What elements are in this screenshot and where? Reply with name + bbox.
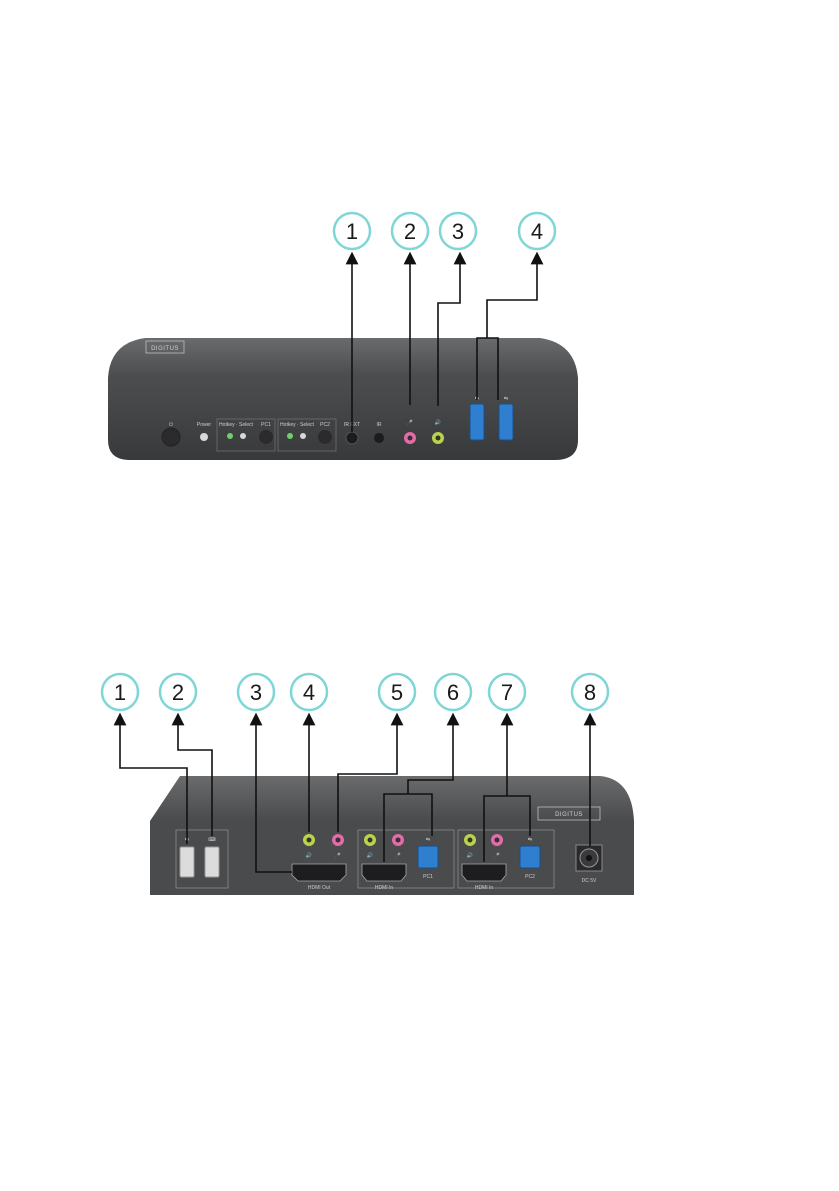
ir-label: IR	[377, 422, 382, 428]
rear-device-face	[150, 821, 634, 895]
pc2-hdmi-in-port[interactable]	[462, 864, 506, 881]
pc2-usb-icon: ⇆	[528, 837, 532, 843]
front-speaker-icon: 🔊	[435, 419, 441, 426]
rear-callout-4: 4	[291, 674, 327, 710]
front-mic-icon: 🎤	[407, 419, 414, 426]
console-speaker-icon: 🔊	[306, 852, 312, 859]
rear-callout-8-label: 8	[584, 680, 596, 705]
front-callout-3: 3	[440, 213, 476, 249]
rear-usb-icon-2: ⌨	[208, 837, 215, 843]
rear-callout-4-label: 4	[303, 680, 315, 705]
pc2-mic-icon: 🎤	[494, 852, 501, 859]
front-leader-4	[487, 258, 537, 338]
rear-view: 1 2 3 4 5 6 7 8	[102, 674, 634, 895]
pc1-mic-icon: 🎤	[395, 852, 402, 859]
pc1-rear-label: PC1	[423, 874, 433, 880]
front-view: 1 2 3 4 DIGITUS ⏻ Power Ho	[108, 213, 578, 460]
rear-callout-5-label: 5	[391, 680, 403, 705]
rear-callout-2: 2	[160, 674, 196, 710]
rear-callout-3-label: 3	[250, 680, 262, 705]
pc1-hotkey-label: Hotkey · Select	[219, 422, 254, 428]
front-device: DIGITUS ⏻ Power Hotkey · Select PC1 Hotk…	[108, 338, 578, 460]
pc2-hotkey-label: Hotkey · Select	[280, 422, 315, 428]
pc2-speaker-icon: 🔊	[467, 852, 473, 859]
console-mic-icon: 🎤	[335, 852, 342, 859]
rear-callout-6: 6	[435, 674, 471, 710]
front-brand-logo: DIGITUS	[151, 346, 179, 352]
front-callout-2-label: 2	[404, 219, 416, 244]
pc1-usb-b-port[interactable]	[418, 846, 438, 868]
pc2-button[interactable]	[318, 430, 332, 444]
front-callout-1: 1	[334, 213, 370, 249]
power-button[interactable]	[162, 428, 180, 446]
rear-callout-2-label: 2	[172, 680, 184, 705]
power-led	[200, 433, 208, 441]
hdmi-out-label: HDMI Out	[308, 885, 331, 891]
front-usb-icon-2: ⇆	[504, 396, 508, 402]
rear-callout-6-label: 6	[447, 680, 459, 705]
pc2-label: PC2	[320, 422, 330, 428]
dc-label: DC 5V	[582, 878, 597, 884]
front-callout-1-label: 1	[346, 219, 358, 244]
front-device-top	[108, 338, 578, 378]
pc2-led-green	[287, 433, 293, 439]
pc1-hdmi-in-label: HDMI In	[375, 885, 394, 891]
front-usb-port-2[interactable]	[499, 404, 513, 440]
pc1-led-green	[227, 433, 233, 439]
power-icon: ⏻	[169, 422, 173, 428]
rear-callout-7: 7	[489, 674, 525, 710]
pc2-usb-b-port[interactable]	[520, 846, 540, 868]
pc1-speaker-icon: 🔊	[367, 852, 373, 859]
pc2-led-white	[300, 433, 306, 439]
front-callout-3-label: 3	[452, 219, 464, 244]
front-callout-4: 4	[519, 213, 555, 249]
pc1-usb-icon: ⇆	[426, 837, 430, 843]
front-callout-4-label: 4	[531, 219, 543, 244]
rear-callout-5: 5	[379, 674, 415, 710]
front-callout-2: 2	[392, 213, 428, 249]
rear-callout-7-label: 7	[501, 680, 513, 705]
pc1-button[interactable]	[259, 430, 273, 444]
power-led-label: Power	[197, 422, 212, 428]
pc2-hdmi-in-label: HDMI In	[475, 885, 494, 891]
pc2-rear-label: PC2	[525, 874, 535, 880]
rear-brand-logo: DIGITUS	[555, 812, 583, 818]
pc1-led-white	[240, 433, 246, 439]
pc1-label: PC1	[261, 422, 271, 428]
front-usb-port-1[interactable]	[470, 404, 484, 440]
ir-receiver	[374, 433, 384, 443]
ir-ext-jack[interactable]	[346, 432, 358, 444]
pc1-hdmi-in-port[interactable]	[362, 864, 406, 881]
rear-usb-port-2[interactable]	[205, 847, 219, 877]
rear-callout-1-label: 1	[114, 680, 126, 705]
rear-callout-8: 8	[572, 674, 608, 710]
hdmi-out-port[interactable]	[292, 864, 346, 881]
rear-usb-port-1[interactable]	[180, 847, 194, 877]
rear-callout-3: 3	[238, 674, 274, 710]
rear-callout-1: 1	[102, 674, 138, 710]
